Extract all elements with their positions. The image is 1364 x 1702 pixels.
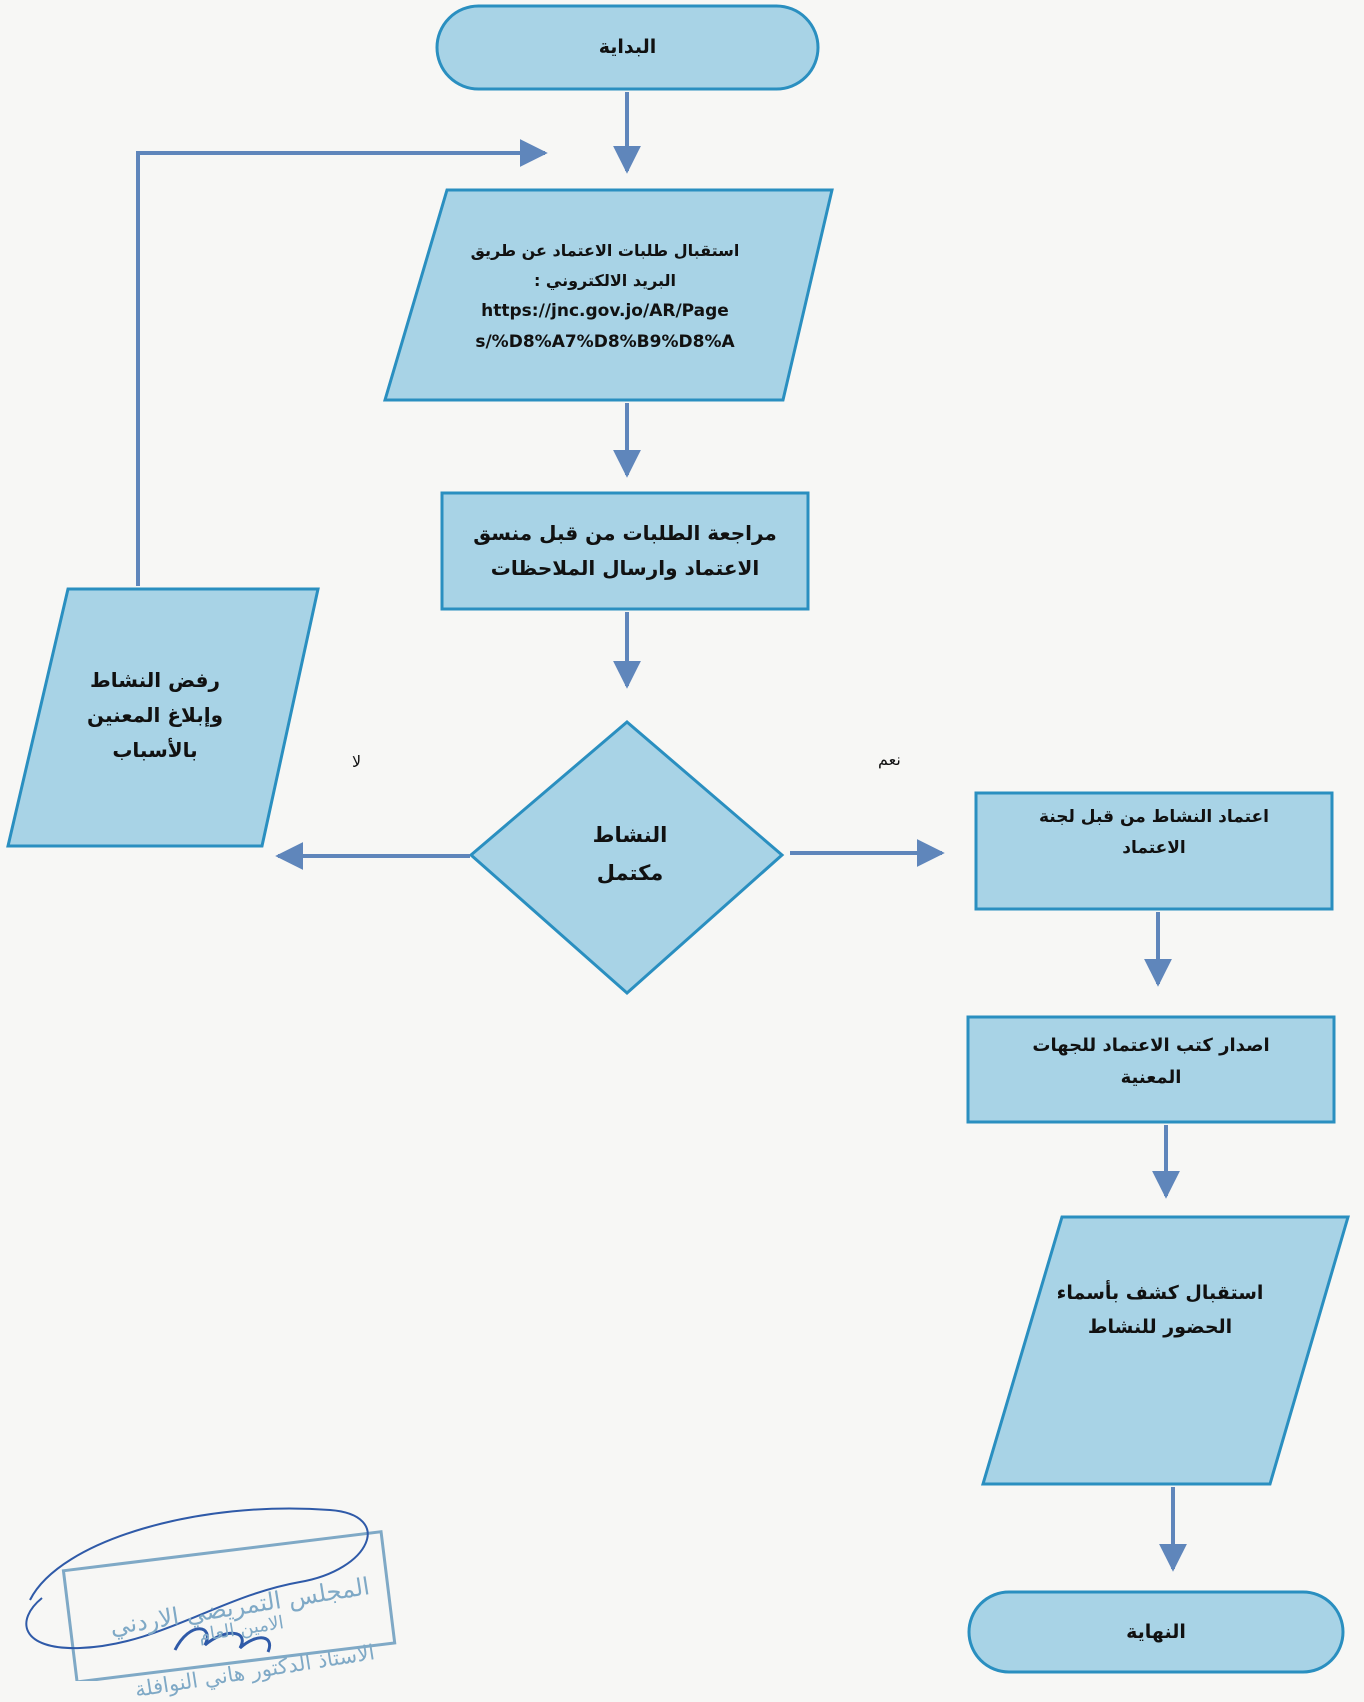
review-process-box [440,491,810,611]
review-label: مراجعة الطلبات من قبل منسق الاعتماد وارس… [473,521,777,580]
start-terminal [435,4,820,91]
end-terminal [967,1590,1345,1674]
attendance-label: استقبال كشف بأسماء الحضور للنشاط [1056,1281,1264,1338]
no-branch-label: لا [352,752,362,771]
approve-label: اعتماد النشاط من قبل لجنة الاعتماد [1039,807,1269,858]
receive-requests-parallelogram [382,188,834,402]
approve-process-box [974,791,1334,911]
official-stamp [61,1530,397,1681]
issue-letters-label: اصدار كتب الاعتماد للجهات المعنية [1032,1034,1270,1088]
decision-label: النشاط مكتمل [592,823,668,885]
reject-parallelogram [6,587,320,848]
handwritten-signature [25,1507,369,1650]
yes-branch-label: نعم [878,750,901,769]
decision-diamond [468,720,785,996]
signature-scribble [173,1627,272,1653]
start-label: البداية [598,36,657,59]
receive-requests-label: استقبال طلبات الاعتماد عن طريق البريد ال… [470,241,740,353]
issue-letters-process-box [966,1015,1336,1124]
reject-label: رفض النشاط وإبلاغ المعنين بالأسباب [87,667,223,762]
arrow-reject-loop-back [136,139,548,586]
end-label: النهاية [1126,1620,1186,1643]
attendance-parallelogram [980,1215,1351,1486]
